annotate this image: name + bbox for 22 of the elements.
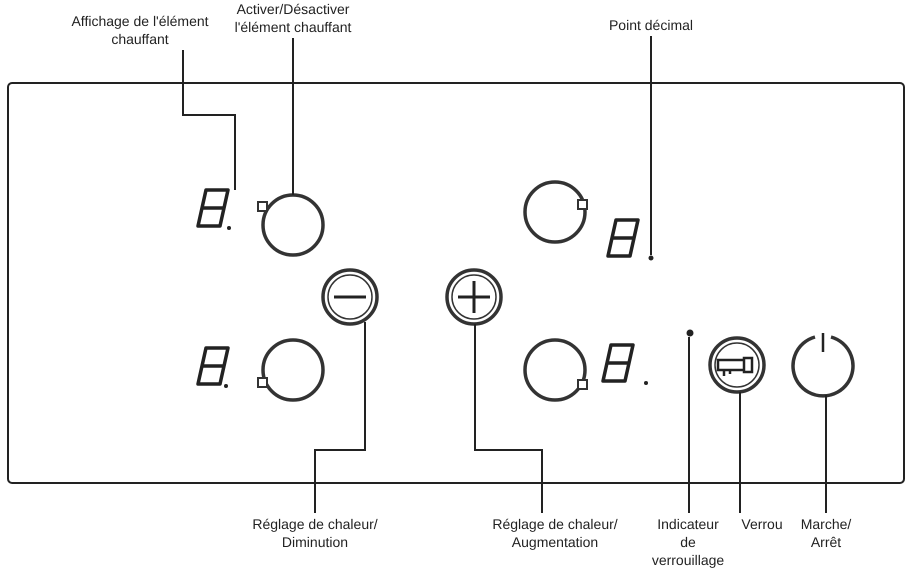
- key-button-icon: [708, 336, 766, 394]
- leader-line: [314, 322, 366, 513]
- callout-label: Réglage de chaleur/ Diminution: [230, 515, 400, 551]
- power-button-icon: [791, 333, 855, 398]
- decimal-point: [648, 256, 654, 260]
- plus-button-icon: [445, 268, 503, 326]
- leader-line: [739, 392, 741, 513]
- leader-line: [650, 36, 652, 255]
- leader-line: [292, 38, 294, 195]
- callout-label: Marche/ Arrêt: [791, 515, 861, 551]
- leader-line: [182, 50, 236, 190]
- leader-line: [825, 395, 827, 513]
- callout-label: Verrou: [737, 515, 787, 533]
- leader-line: [688, 337, 690, 513]
- heating-element-ring-icon: [257, 193, 325, 257]
- callout-label: Réglage de chaleur/ Augmentation: [470, 515, 640, 551]
- lock-indicator-dot: [686, 330, 694, 336]
- leader-line: [474, 324, 543, 513]
- callout-label: Indicateur de verrouillage: [648, 515, 728, 569]
- callout-label: Point décimal: [606, 16, 696, 34]
- digit-display-drawing: [196, 188, 230, 228]
- minus-button-icon: [321, 268, 379, 326]
